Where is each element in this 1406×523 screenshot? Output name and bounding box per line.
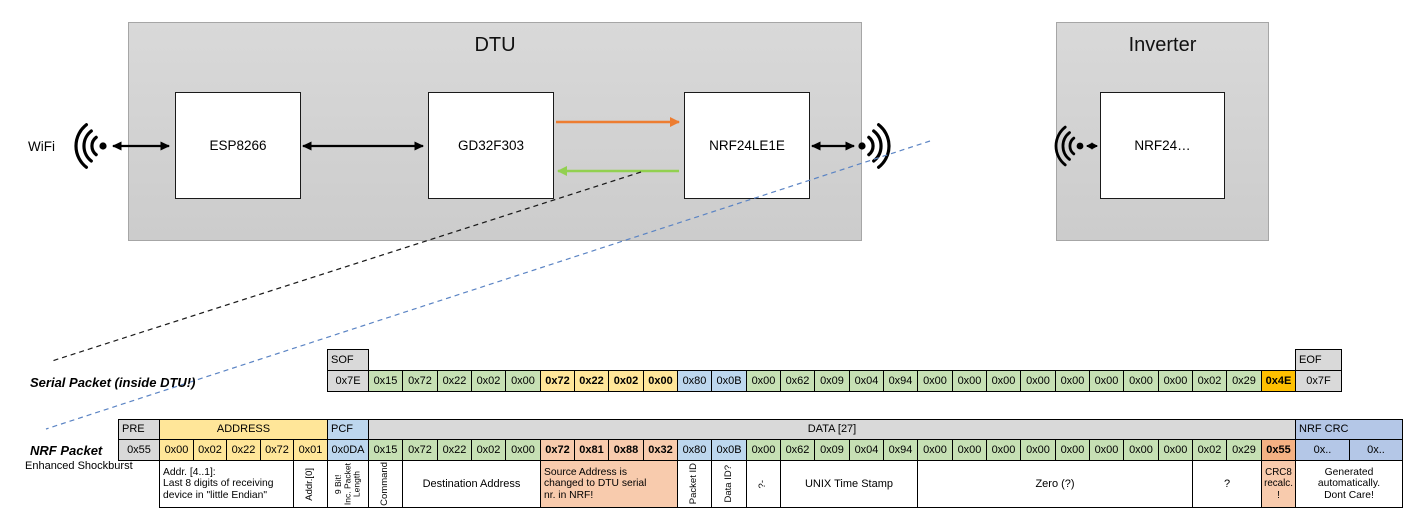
serial-byte-5: 0x72: [540, 370, 575, 392]
annotation-command: Command: [368, 460, 403, 508]
nrf-address-header: ADDRESS: [159, 419, 328, 440]
serial-byte-3: 0x02: [471, 370, 506, 392]
serial-byte-22: 0x00: [1123, 370, 1159, 392]
serial-byte-2: 0x22: [437, 370, 472, 392]
nrf-byte-11: 0x00: [746, 439, 781, 461]
annotation-unknown-2: ?: [1192, 460, 1262, 508]
nrf-byte-7: 0x88: [608, 439, 644, 461]
nrf-crc-byte-1: 0x..: [1349, 439, 1403, 461]
serial-packet-label: Serial Packet (inside DTU!): [30, 375, 196, 390]
serial-eof-header: EOF: [1295, 349, 1342, 371]
nrf-byte-19: 0x00: [1020, 439, 1056, 461]
nrf-address-byte-2: 0x22: [226, 439, 261, 461]
nrf-byte-8: 0x32: [643, 439, 678, 461]
nrf-byte-14: 0x04: [849, 439, 884, 461]
serial-byte-12: 0x62: [780, 370, 815, 392]
serial-byte-13: 0x09: [814, 370, 850, 392]
annotation-unknown-1: ?-: [746, 460, 781, 508]
nrf-byte-6: 0x81: [574, 439, 609, 461]
annotation-addr-0: Addr.[0]: [293, 460, 328, 508]
nrf-data-header: DATA [27]: [368, 419, 1296, 440]
serial-byte-8: 0x00: [643, 370, 678, 392]
annotation-packet-id: Packet ID: [677, 460, 712, 508]
serial-byte-15: 0x94: [883, 370, 918, 392]
annotation-destination-address: Destination Address: [402, 460, 541, 508]
chip-nrf24-inverter: NRF24…: [1100, 92, 1225, 199]
nrf-address-byte-3: 0x72: [260, 439, 294, 461]
serial-byte-17: 0x00: [952, 370, 987, 392]
annotation-source-address-note: Source Address is changed to DTU serial …: [540, 460, 678, 508]
nrf-byte-5: 0x72: [540, 439, 575, 461]
annotation-nrf-crc-note: Generated automatically. Dont Care!: [1295, 460, 1403, 508]
serial-byte-9: 0x80: [677, 370, 712, 392]
serial-byte-10: 0x0B: [711, 370, 747, 392]
nrf-byte-22: 0x00: [1123, 439, 1159, 461]
nrf-byte-15: 0x94: [883, 439, 918, 461]
serial-byte-14: 0x04: [849, 370, 884, 392]
nrf-byte-16: 0x00: [917, 439, 953, 461]
nrf-byte-24: 0x02: [1192, 439, 1227, 461]
serial-byte-26: 0x4E: [1261, 370, 1296, 392]
serial-byte-1: 0x72: [402, 370, 438, 392]
nrf-byte-2: 0x22: [437, 439, 472, 461]
serial-byte-6: 0x22: [574, 370, 609, 392]
nrf-byte-21: 0x00: [1089, 439, 1124, 461]
serial-byte-4: 0x00: [505, 370, 541, 392]
nrf-byte-25: 0x29: [1226, 439, 1262, 461]
nrf-byte-13: 0x09: [814, 439, 850, 461]
serial-byte-23: 0x00: [1158, 370, 1193, 392]
wifi-label: WiFi: [28, 139, 55, 154]
nrf-address-byte-0: 0x00: [159, 439, 194, 461]
serial-byte-11: 0x00: [746, 370, 781, 392]
nrf-pre-byte: 0x55: [118, 439, 160, 461]
nrf-byte-10: 0x0B: [711, 439, 747, 461]
nrf-byte-12: 0x62: [780, 439, 815, 461]
nrf-byte-1: 0x72: [402, 439, 438, 461]
serial-eof-byte: 0x7F: [1295, 370, 1342, 392]
nrf-address-byte-4: 0x01: [293, 439, 328, 461]
serial-byte-20: 0x00: [1055, 370, 1090, 392]
nrf-address-byte-1: 0x02: [193, 439, 227, 461]
nrf-byte-4: 0x00: [505, 439, 541, 461]
nrf-packet-label: NRF Packet: [30, 443, 103, 458]
nrf-crc-byte-0: 0x..: [1295, 439, 1350, 461]
serial-byte-21: 0x00: [1089, 370, 1124, 392]
nrf-byte-23: 0x00: [1158, 439, 1193, 461]
nrf-pre-header: PRE: [118, 419, 160, 440]
inverter-title: Inverter: [1128, 34, 1197, 56]
serial-byte-16: 0x00: [917, 370, 953, 392]
nrf-byte-26: 0x55: [1261, 439, 1296, 461]
nrf-byte-0: 0x15: [368, 439, 403, 461]
nrf-byte-9: 0x80: [677, 439, 712, 461]
serial-byte-19: 0x00: [1020, 370, 1056, 392]
annotation-data-id: Data ID?: [711, 460, 747, 508]
serial-byte-7: 0x02: [608, 370, 644, 392]
shockburst-label: Enhanced Shockburst: [25, 460, 133, 472]
nrf-pcf-byte: 0x0DA: [327, 439, 369, 461]
nrf-pcf-header: PCF: [327, 419, 369, 440]
serial-byte-24: 0x02: [1192, 370, 1227, 392]
nrf-byte-18: 0x00: [986, 439, 1021, 461]
annotation-crc8-note: CRC8 recalc. !: [1261, 460, 1296, 508]
nrf-byte-17: 0x00: [952, 439, 987, 461]
nrf-byte-20: 0x00: [1055, 439, 1090, 461]
dtu-title: DTU: [474, 34, 516, 56]
serial-byte-0: 0x15: [368, 370, 403, 392]
serial-byte-18: 0x00: [986, 370, 1021, 392]
nrf-crc-header: NRF CRC: [1295, 419, 1403, 440]
annotation-pcf-length: 9 Bit! Inc. Packet Length: [327, 460, 369, 508]
serial-byte-25: 0x29: [1226, 370, 1262, 392]
serial-sof-header: SOF: [327, 349, 369, 371]
nrf-byte-3: 0x02: [471, 439, 506, 461]
annotation-unix-timestamp: UNIX Time Stamp: [780, 460, 918, 508]
annotation-zero: Zero (?): [917, 460, 1193, 508]
annotation-addr-4-1: Addr. [4..1]: Last 8 digits of receiving…: [159, 460, 294, 508]
serial-sof-byte: 0x7E: [327, 370, 369, 392]
